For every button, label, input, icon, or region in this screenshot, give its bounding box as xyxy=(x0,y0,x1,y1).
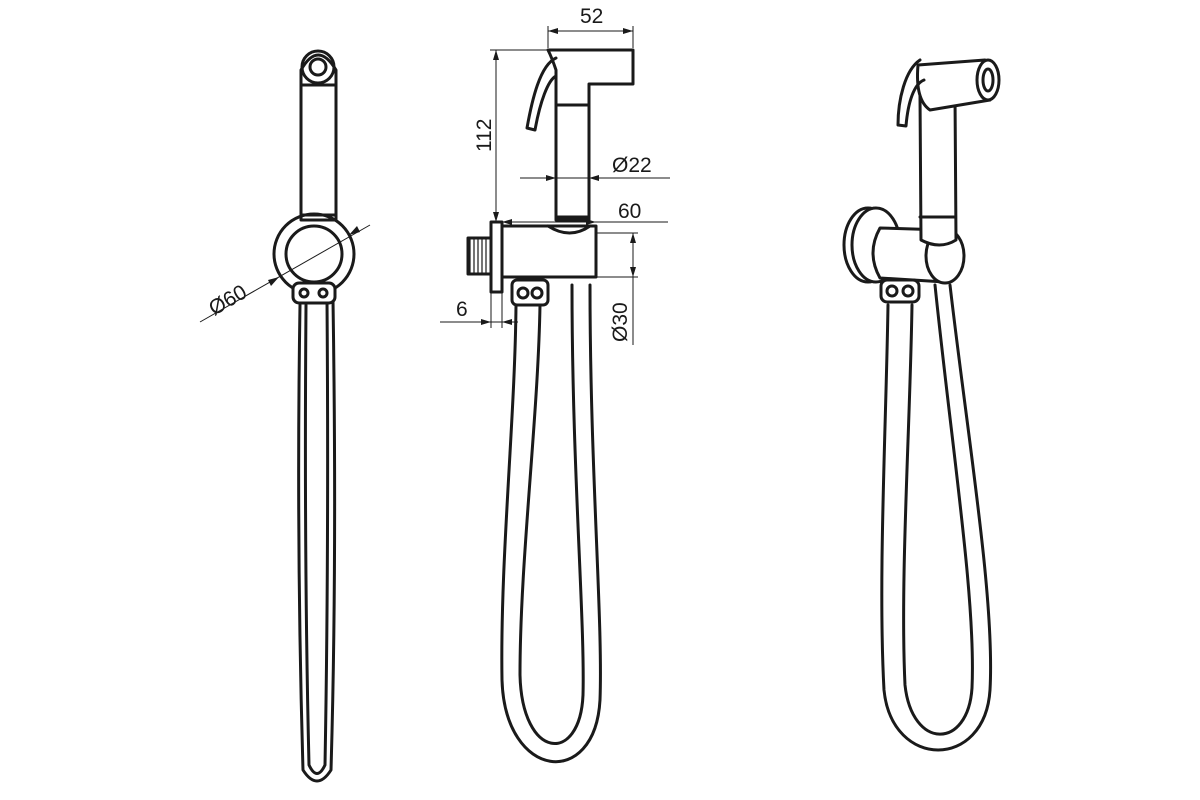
side-hose-inner xyxy=(518,283,585,745)
persp-nozzle-outer xyxy=(975,58,1001,102)
persp-hose-inner xyxy=(902,283,974,736)
persp-hose-outer xyxy=(880,283,993,752)
side-dim-arrow-112b xyxy=(493,212,499,222)
side-dim-arrow-30b xyxy=(630,267,636,277)
side-dim-arrow-6a xyxy=(481,319,491,325)
persp-head-stem xyxy=(918,93,958,247)
front-dim-line-dia60 xyxy=(199,224,371,323)
persp-lever xyxy=(896,58,926,128)
head-diameter-label: Ø22 xyxy=(612,154,652,177)
holder-diameter-label: Ø30 xyxy=(609,302,632,342)
width-top-label: 52 xyxy=(580,5,603,28)
front-dim-arrow-b xyxy=(349,226,360,235)
side-thread-lines xyxy=(469,238,487,274)
side-dim-arrow-22b xyxy=(589,175,599,181)
thread-label: 6 xyxy=(456,298,468,321)
front-nozzle-inner xyxy=(308,57,328,77)
side-nut-hole-b xyxy=(530,286,544,300)
front-flange-inner xyxy=(284,224,344,284)
perspective-view xyxy=(842,58,1001,752)
side-dim-arrow-30a xyxy=(630,233,636,243)
persp-head-top xyxy=(916,58,992,112)
front-nozzle-outer xyxy=(300,49,336,85)
side-hose-outer xyxy=(500,283,602,764)
front-head-body xyxy=(299,83,338,222)
side-dim-arrow-112a xyxy=(493,50,499,60)
front-dim-arrow-a xyxy=(268,277,279,286)
side-dim-arrow-60b xyxy=(586,219,596,225)
front-view: Ø60 xyxy=(199,49,371,783)
height-label: 112 xyxy=(473,119,496,152)
side-dim-arrow-6b xyxy=(502,319,512,325)
side-lever xyxy=(525,56,558,132)
wall-depth-label: 60 xyxy=(618,200,641,223)
side-holder xyxy=(500,224,598,279)
front-nut-hole-a xyxy=(298,287,310,299)
flange-diameter-label: Ø60 xyxy=(205,281,251,321)
front-hose xyxy=(297,298,337,783)
side-dim-arrow-22a xyxy=(546,175,556,181)
side-nut-hole-a xyxy=(516,286,530,300)
side-head-top xyxy=(546,48,635,107)
side-thread xyxy=(466,236,493,276)
side-head-stem xyxy=(554,103,591,222)
side-holder-cradle xyxy=(546,224,592,235)
front-nut-hole-b xyxy=(317,287,329,299)
side-dim-arrow-60a xyxy=(502,219,512,225)
side-view: 52 112 Ø22 60 Ø30 6 xyxy=(440,5,670,764)
persp-nut-hole-a xyxy=(885,284,899,298)
side-dim-arrow-52b xyxy=(623,28,633,34)
side-flange xyxy=(489,220,504,294)
persp-nozzle-inner xyxy=(981,67,995,93)
front-hose-inner xyxy=(303,298,330,775)
side-dim-arrow-52a xyxy=(548,28,558,34)
persp-nut-hole-b xyxy=(901,284,915,298)
